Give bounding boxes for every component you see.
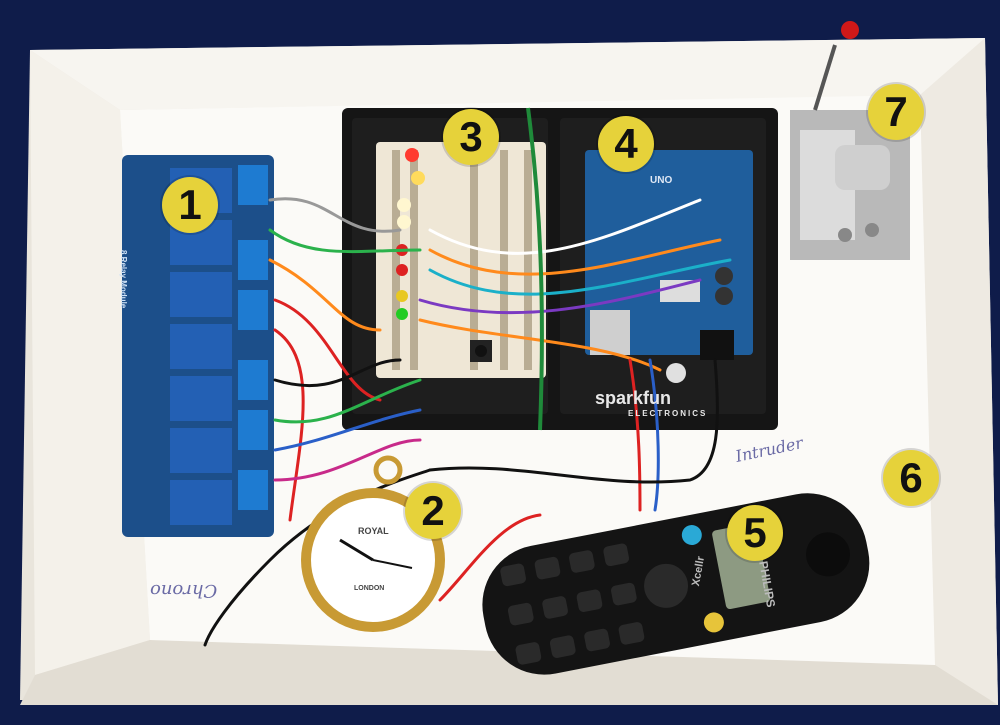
breadboard [376,142,546,378]
box-wall-right [920,38,998,705]
phone-blue-led [681,525,702,546]
music-box-cylinder [835,145,890,190]
music-box-screw-2 [865,223,879,237]
led-white-lit-2 [397,215,411,229]
watch-city-text: LONDON [354,585,385,592]
music-box-screw-1 [838,228,852,242]
push-button-cap [475,345,487,357]
led-green-1 [396,308,408,320]
breadboard-holes [392,150,532,370]
led-red-2 [396,264,408,276]
phone-speaker [806,532,851,577]
watch-crown-ring [373,455,403,485]
badge-4: 4 [598,116,654,172]
handwritten-note-left: Chrono [150,580,218,601]
badge-5: 5 [727,505,783,561]
badge-1: 1 [162,177,218,233]
usb-port [590,310,630,355]
box-wall-top [30,38,985,110]
relay-module-text: 8 Relay Module [119,250,128,309]
cordless-phone [482,493,870,675]
sparkfun-electronics-text: ELECTRONICS [628,409,708,418]
relay-terminals [238,165,268,510]
music-box-crank [813,44,837,111]
power-jack [700,330,734,360]
watch-brand-text: ROYAL [358,526,389,536]
badge-7: 7 [868,84,924,140]
crank-knob [841,21,859,39]
wires [203,197,732,647]
capacitor-1 [715,267,733,285]
led-red-lit [405,148,419,162]
badge-2: 2 [405,483,461,539]
phone-keypad [500,543,645,665]
led-yellow-lit [411,171,425,185]
led-white-lit-1 [397,198,411,212]
badge-3: 3 [443,109,499,165]
crystal [660,280,700,302]
watch-minute-hand [372,559,413,569]
rubber-band [526,107,544,431]
sparkfun-flame-logo [666,363,686,383]
phone-nav-pad [644,563,689,608]
watch-hour-hand [339,538,374,562]
arduino-uno-text: UNO [650,175,673,186]
box-wall-left [30,50,150,675]
led-yellow-1 [396,290,408,302]
phone-yellow-led [703,612,724,633]
badge-6: 6 [883,450,939,506]
box-wall-bottom [20,640,998,705]
capacitor-2 [715,287,733,305]
sparkfun-logo-text: sparkfun [595,388,672,408]
